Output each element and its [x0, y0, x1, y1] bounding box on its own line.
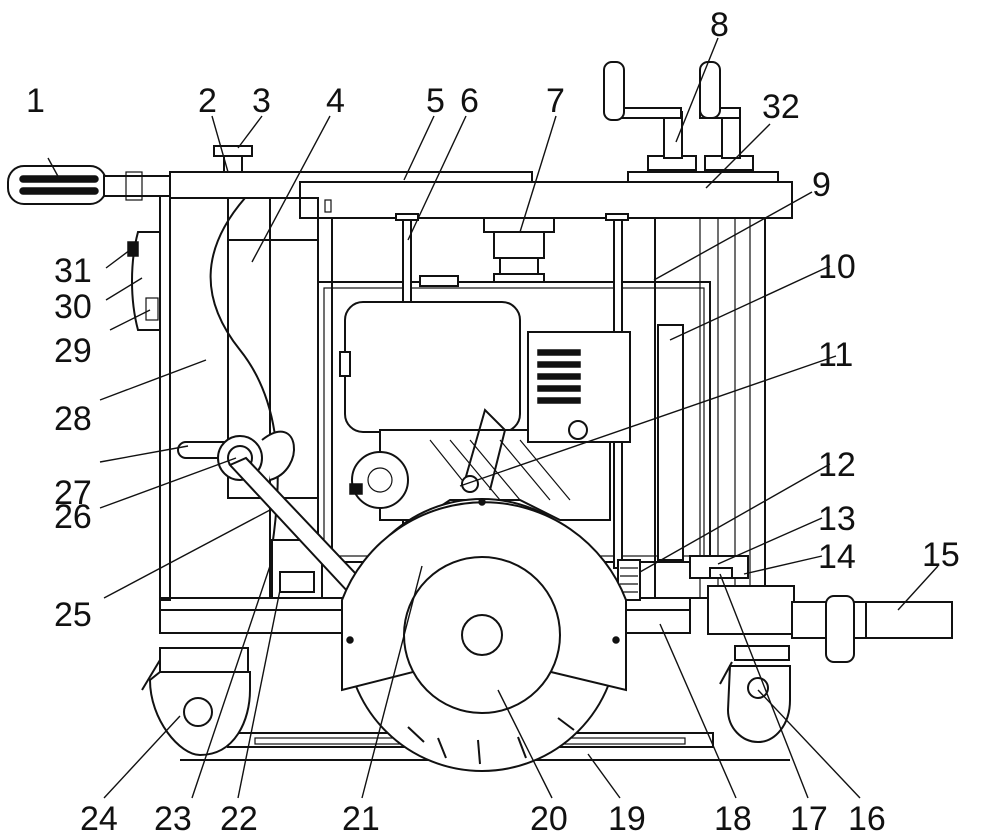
label-13: 13: [818, 500, 856, 538]
label-21: 21: [342, 800, 380, 835]
label-19: 19: [608, 800, 646, 835]
label-31: 31: [54, 252, 92, 290]
handle-grip: [7, 165, 171, 205]
label-9: 9: [812, 166, 831, 204]
right-column: [654, 217, 766, 599]
front-wheel: [141, 647, 251, 757]
labels: 1 2 3 4 5 6 7 8 9 10 11 12 13 14 15 16 1…: [26, 6, 960, 835]
label-30: 30: [54, 288, 92, 326]
right-brackets: [689, 555, 795, 635]
label-5: 5: [426, 82, 445, 120]
left-column: [169, 197, 319, 599]
label-2: 2: [198, 82, 217, 120]
label-1: 1: [26, 82, 45, 120]
label-16: 16: [848, 800, 886, 835]
label-12: 12: [818, 446, 856, 484]
label-11: 11: [818, 336, 853, 374]
label-14: 14: [818, 538, 856, 576]
label-8: 8: [710, 6, 729, 44]
label-18: 18: [714, 800, 752, 835]
label-17: 17: [790, 800, 828, 835]
top-coupling: [483, 217, 555, 283]
label-28: 28: [54, 400, 92, 438]
label-6: 6: [460, 82, 479, 120]
label-23: 23: [154, 800, 192, 835]
label-20: 20: [530, 800, 568, 835]
label-29: 29: [54, 332, 92, 370]
label-15: 15: [922, 536, 960, 574]
label-27: 27: [54, 474, 92, 512]
label-24: 24: [80, 800, 118, 835]
label-3: 3: [252, 82, 271, 120]
label-26: 26: [54, 498, 92, 536]
label-10: 10: [818, 248, 856, 286]
label-4: 4: [326, 82, 345, 120]
leader-lines: [47, 37, 939, 799]
top-beam: [169, 171, 793, 219]
adjust-knob: [213, 145, 253, 173]
label-7: 7: [546, 82, 565, 120]
side-bracket: [127, 231, 161, 331]
engine-block: [349, 408, 611, 521]
crank-handles: [603, 61, 779, 183]
fuel-tank: [339, 275, 521, 433]
label-22: 22: [220, 800, 258, 835]
rear-wheel: [719, 645, 791, 744]
springs: [271, 539, 641, 601]
label-32: 32: [762, 88, 800, 126]
control-box: [527, 331, 631, 443]
blade-guard: [341, 498, 627, 714]
label-25: 25: [54, 596, 92, 634]
rear-handle: [791, 595, 953, 663]
